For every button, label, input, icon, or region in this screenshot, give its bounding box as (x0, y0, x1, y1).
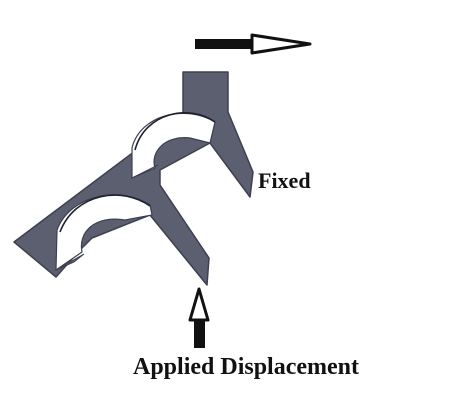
lower-hook-inner-curve (59, 194, 151, 233)
compliant-mechanism-body (13, 71, 254, 286)
vertical-arrow-shaft (194, 318, 205, 348)
horizontal-arrow-head (250, 33, 312, 55)
applied-displacement-label: Applied Displacement (133, 354, 360, 380)
vertical-arrow-head (188, 287, 210, 322)
part-outline (13, 71, 254, 286)
vertical-arrow-icon (188, 287, 210, 348)
fixed-label: Fixed (258, 168, 311, 193)
horizontal-arrow-shaft (195, 39, 253, 49)
lower-hook-tip (55, 253, 85, 271)
upper-hook-inner-curve (134, 112, 216, 151)
horizontal-arrow-icon (195, 33, 312, 55)
upper-hook-tip (131, 164, 159, 179)
